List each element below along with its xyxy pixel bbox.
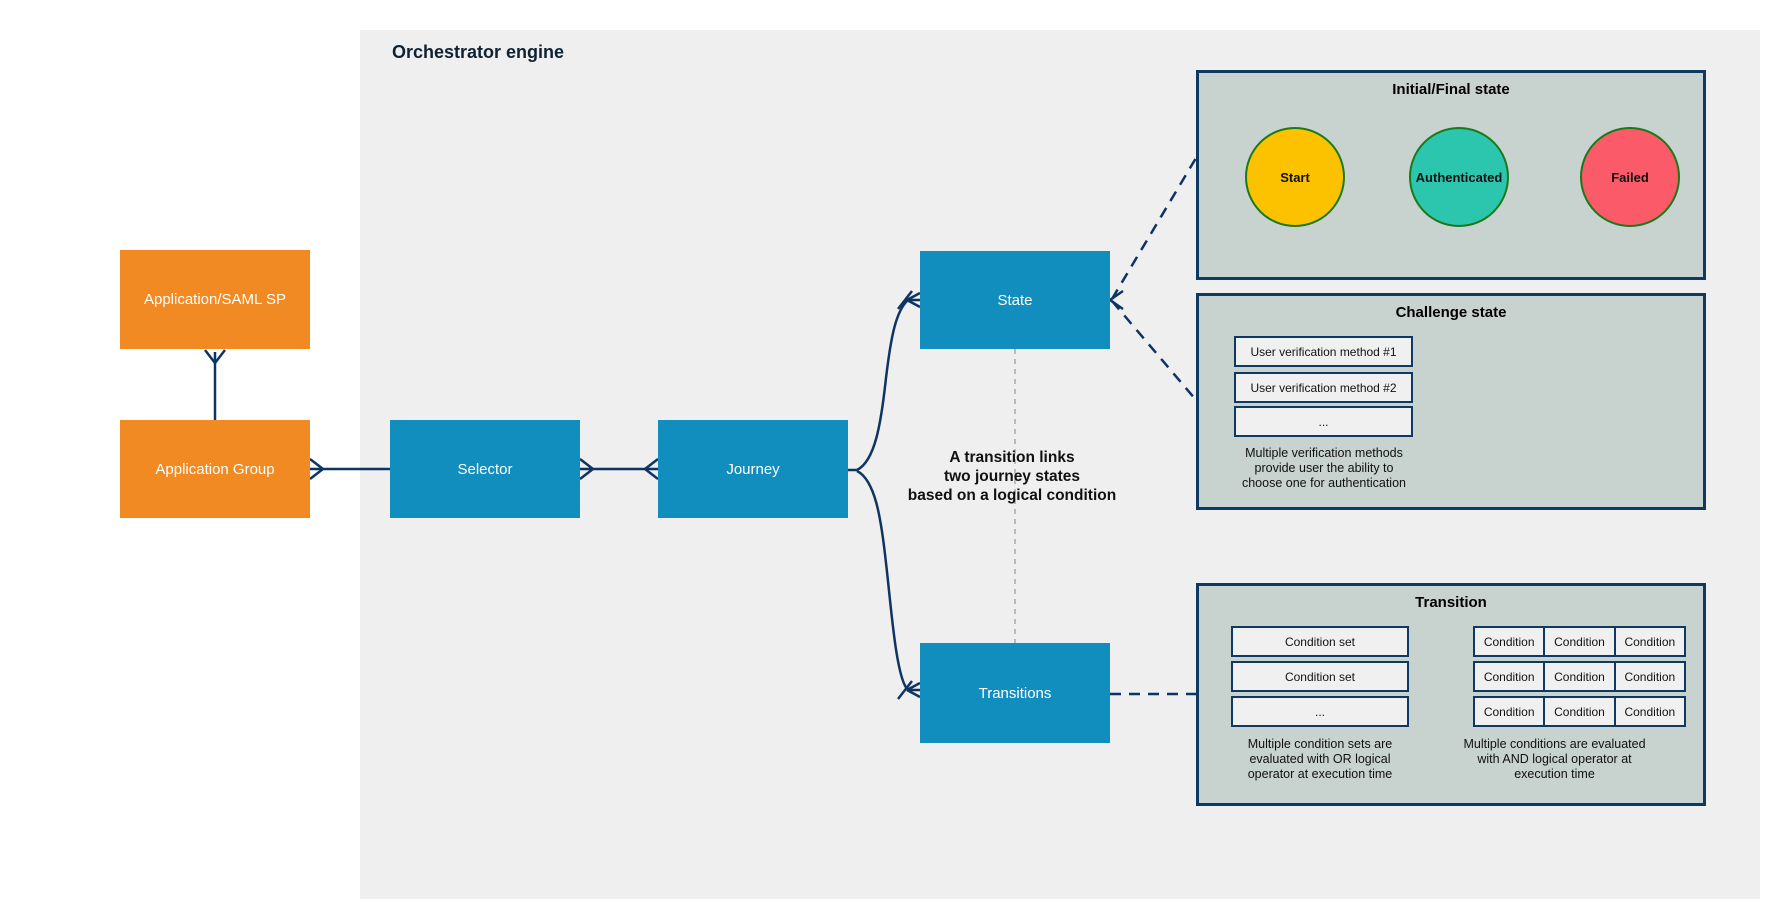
panel-challenge-state-title: Challenge state [1395, 304, 1507, 321]
condition-cell: Condition [1613, 626, 1686, 657]
panel-transition-title: Transition [1415, 594, 1487, 611]
edge-saml-to-appgroup [204, 349, 226, 420]
node-state: State [920, 251, 1110, 349]
state-circle-authenticated: Authenticated [1409, 127, 1509, 227]
condition-cell: Condition [1613, 661, 1686, 692]
condition-set-2-label: Condition set [1284, 669, 1356, 684]
node-state-label: State [997, 291, 1033, 309]
condition-cell: Condition [1543, 696, 1616, 727]
transition-annotation-line-2: two journey states [943, 468, 1081, 485]
verification-method-box-more: ... [1234, 406, 1413, 437]
verification-method-1-label: User verification method #1 [1250, 344, 1397, 359]
node-application-group: Application Group [120, 420, 310, 518]
transition-annotation: A transition links two journey states ba… [862, 448, 1162, 505]
state-circle-failed: Failed [1580, 127, 1680, 227]
state-circle-failed-label: Failed [1611, 169, 1649, 185]
node-application-saml-sp: Application/SAML SP [120, 250, 310, 349]
condition-grid-row-2: Condition Condition Condition [1473, 661, 1686, 692]
condition-set-1-label: Condition set [1284, 634, 1356, 649]
node-application-group-label: Application Group [155, 460, 275, 478]
condition-set-more-label: ... [1314, 704, 1325, 719]
node-transitions: Transitions [920, 643, 1110, 743]
condition-grid-row-1: Condition Condition Condition [1473, 626, 1686, 657]
verification-method-box-2: User verification method #2 [1234, 372, 1413, 403]
node-journey-label: Journey [726, 460, 780, 478]
node-selector: Selector [390, 420, 580, 518]
transition-or-caption: Multiple condition sets are evaluated wi… [1247, 737, 1393, 781]
node-selector-label: Selector [457, 460, 513, 478]
state-circle-start-label: Start [1280, 169, 1310, 185]
verification-method-more-label: ... [1318, 414, 1329, 429]
node-transitions-label: Transitions [978, 684, 1052, 702]
panel-challenge-state: Challenge state User verification method… [1196, 293, 1706, 510]
state-circle-start: Start [1245, 127, 1345, 227]
state-circle-authenticated-label: Authenticated [1415, 169, 1503, 185]
condition-cell: Condition [1613, 696, 1686, 727]
panel-transition: Transition Condition set Condition set .… [1196, 583, 1706, 806]
panel-initial-final-state: Initial/Final state Start Authenticated … [1196, 70, 1706, 280]
challenge-state-caption: Multiple verification methods provide us… [1241, 446, 1406, 490]
node-journey: Journey [658, 420, 848, 518]
transition-annotation-line-3: based on a logical condition [907, 487, 1117, 504]
condition-cell: Condition [1473, 696, 1546, 727]
condition-set-box-2: Condition set [1231, 661, 1409, 692]
transition-and-caption: Multiple conditions are evaluated with A… [1463, 737, 1646, 781]
transition-annotation-line-1: A transition links [949, 449, 1075, 466]
orchestrator-engine-title: Orchestrator engine [392, 42, 565, 62]
condition-set-box-1: Condition set [1231, 626, 1409, 657]
condition-cell: Condition [1473, 626, 1546, 657]
verification-method-2-label: User verification method #2 [1250, 380, 1397, 395]
condition-grid-row-3: Condition Condition Condition [1473, 696, 1686, 727]
condition-cell: Condition [1473, 661, 1546, 692]
condition-cell: Condition [1543, 626, 1616, 657]
panel-initial-final-state-title: Initial/Final state [1392, 81, 1510, 98]
node-application-saml-sp-label: Application/SAML SP [143, 291, 287, 308]
verification-method-box-1: User verification method #1 [1234, 336, 1413, 367]
condition-set-box-more: ... [1231, 696, 1409, 727]
condition-cell: Condition [1543, 661, 1616, 692]
